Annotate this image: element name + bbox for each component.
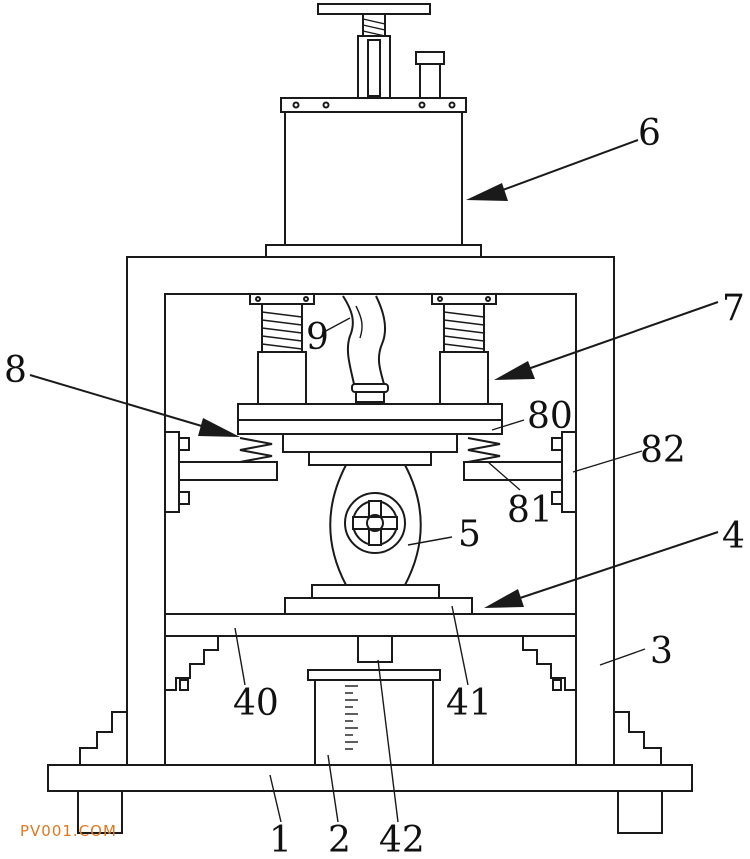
label-42: 42 (379, 820, 425, 859)
reference-numerals: 6 7 8 9 80 82 81 5 4 3 40 41 1 2 42 (4, 113, 745, 859)
platform (164, 613, 577, 691)
small-knob (415, 51, 445, 99)
label-9: 9 (306, 317, 329, 358)
label-7: 7 (722, 288, 745, 329)
press-plate (237, 403, 503, 466)
right-guide-assembly (431, 293, 497, 409)
left-foot (77, 790, 123, 834)
sample-core (329, 464, 422, 586)
measuring-beaker (307, 669, 441, 766)
label-40: 40 (233, 683, 279, 724)
label-1: 1 (269, 820, 292, 859)
right-bracket (463, 431, 577, 513)
label-82: 82 (640, 430, 686, 471)
label-8: 8 (4, 350, 27, 391)
label-81: 81 (507, 490, 553, 531)
leader-lines (29, 139, 719, 823)
sample-base (284, 584, 473, 615)
right-foot (617, 790, 663, 834)
label-4: 4 (722, 516, 745, 557)
right-step-support (614, 711, 662, 765)
arrow-6 (466, 183, 508, 201)
left-bracket (164, 431, 278, 513)
arrow-4 (484, 589, 524, 608)
label-3: 3 (650, 631, 673, 672)
label-41: 41 (446, 683, 492, 724)
base-plate (47, 764, 693, 792)
left-step-support (79, 711, 127, 765)
press-cylinder (265, 97, 482, 258)
drain-nozzle (357, 635, 393, 663)
watermark: PV001.COM (20, 822, 117, 840)
label-80: 80 (527, 396, 573, 437)
arrow-7 (494, 361, 535, 380)
label-6: 6 (638, 113, 661, 154)
left-guide-assembly (249, 293, 315, 409)
label-5: 5 (458, 514, 481, 555)
label-2: 2 (328, 820, 351, 859)
flexible-hose (342, 295, 389, 403)
arrow-8 (198, 418, 240, 437)
handwheel (317, 3, 431, 99)
